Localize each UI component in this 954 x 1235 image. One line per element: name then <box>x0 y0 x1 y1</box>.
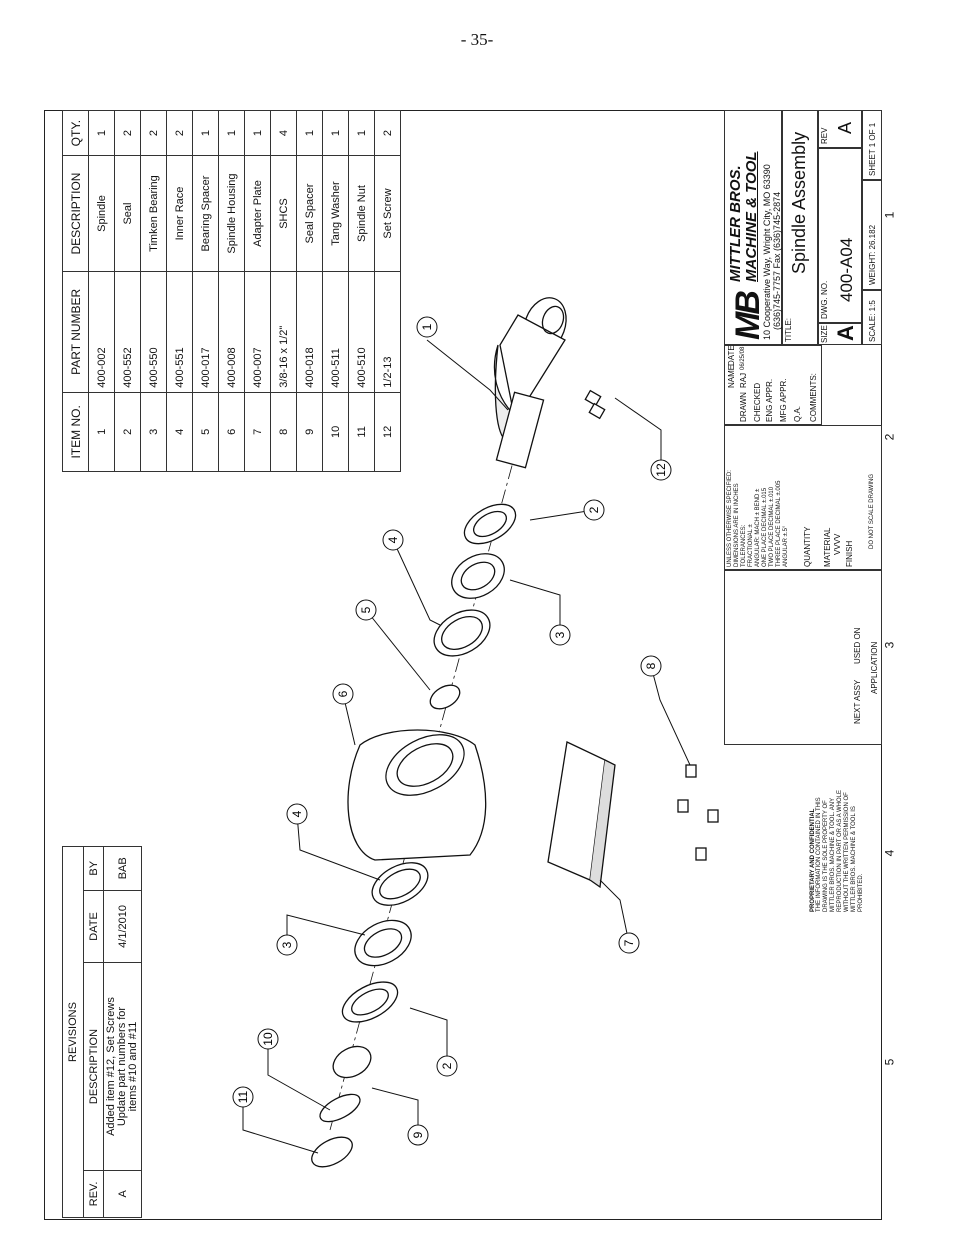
callout-balloon: 2 <box>436 1055 458 1077</box>
callout-number: 11 <box>236 1090 250 1103</box>
callout-balloon: 9 <box>407 1124 429 1146</box>
callout-balloon: 2 <box>583 499 605 521</box>
callout-balloon: 3 <box>549 624 571 646</box>
callout-balloon: 4 <box>286 803 308 825</box>
callout-balloon: 8 <box>640 655 662 677</box>
callout-balloon: 4 <box>382 529 404 551</box>
callout-number: 7 <box>622 939 636 946</box>
callout-number: 1 <box>420 323 434 330</box>
callout-balloon: 10 <box>257 1028 279 1050</box>
callout-number: 4 <box>290 810 304 817</box>
callout-balloon: 3 <box>276 934 298 956</box>
callout-number: 9 <box>411 1131 425 1138</box>
callout-balloon: 12 <box>650 459 672 481</box>
page-number: - 35- <box>460 30 494 49</box>
callout-number: 3 <box>280 941 294 948</box>
callout-number: 10 <box>261 1032 275 1046</box>
callout-number: 6 <box>336 690 350 697</box>
callout-balloon: 11 <box>232 1086 254 1108</box>
callout-number: 4 <box>386 536 400 543</box>
callout-number: 3 <box>553 631 567 638</box>
callout-number: 5 <box>359 606 373 613</box>
callout-number: 12 <box>654 463 668 477</box>
callout-number: 8 <box>644 662 658 669</box>
callout-number: 2 <box>587 506 601 513</box>
callout-number: 2 <box>440 1062 454 1069</box>
callout-balloon: 1 <box>416 316 438 338</box>
drawing-frame <box>44 110 882 1220</box>
spindle-part <box>493 297 567 469</box>
callout-balloon: 7 <box>618 932 640 954</box>
callout-balloon: 6 <box>332 683 354 705</box>
callout-balloon: 5 <box>355 599 377 621</box>
